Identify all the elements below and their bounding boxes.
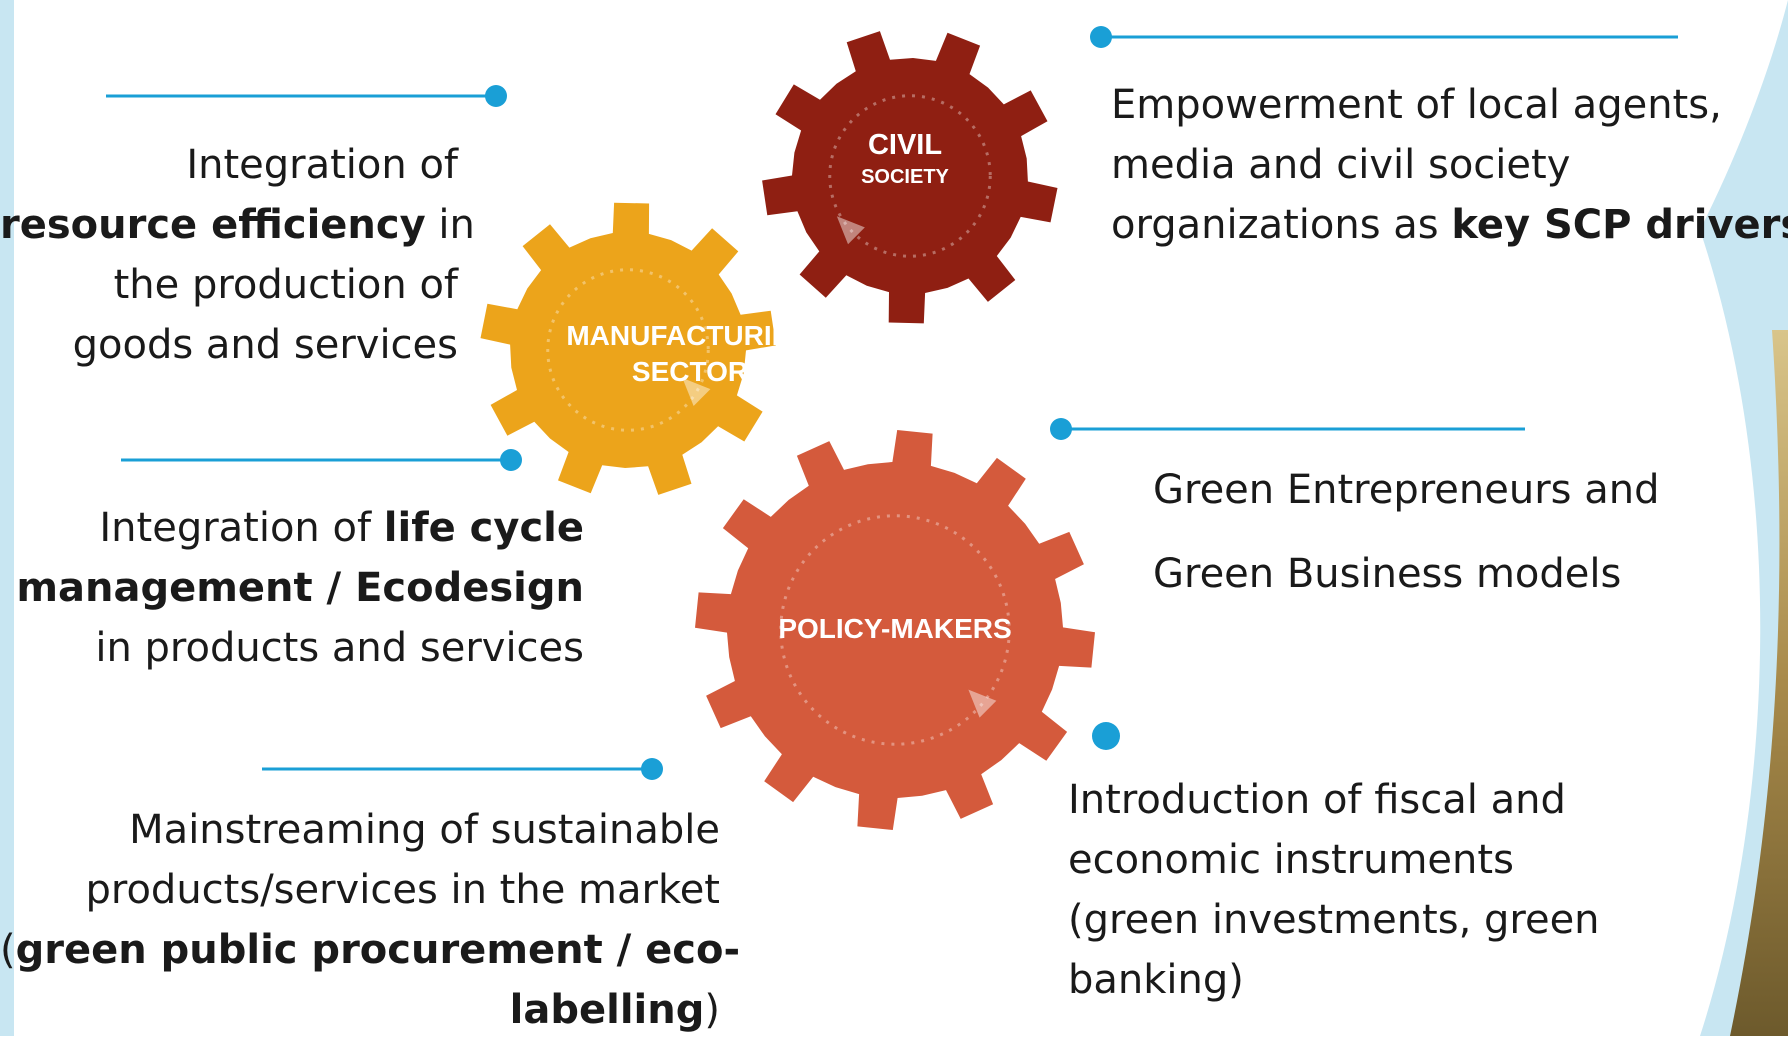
green-business-text: Green Entrepreneurs and Green Business m…	[1153, 448, 1659, 616]
connector-resource	[106, 85, 507, 107]
right-blue-curve	[1700, 0, 1788, 1036]
manufacturing-gear	[480, 202, 776, 495]
civil-label-line1: CIVIL	[867, 129, 943, 161]
connector-lifecycle	[121, 449, 522, 471]
empower-line3: organizations as key SCP drivers	[1111, 195, 1788, 255]
green-line2: Green Business models	[1153, 551, 1622, 597]
civil-society-label: CIVIL SOCIETY	[820, 128, 990, 192]
civil-society-gear	[762, 31, 1058, 324]
resource-line2-rest: in	[425, 202, 475, 248]
empowerment-text: Empowerment of local agents, media and c…	[1111, 75, 1788, 255]
market-text: Mainstreaming of sustainable products/se…	[0, 800, 740, 1040]
manufacturing-sector-label: MANUFACTURING SECTOR	[540, 318, 840, 390]
gearPolicy-inner-ring	[779, 514, 1011, 746]
left-blue-band	[0, 0, 14, 1036]
gearCivil-body	[762, 31, 1058, 324]
resource-bold: resource efficiency	[0, 202, 426, 248]
fiscal-line4: banking)	[1068, 957, 1244, 1003]
manufacturing-label-line1: MANUFACTURING	[566, 320, 814, 351]
resource-efficiency-text: Integration of resource efficiency in th…	[0, 135, 475, 375]
lifecycle-line2: management / Ecodesign	[0, 558, 584, 618]
connector-green	[1050, 418, 1525, 440]
market-close-paren: )	[704, 987, 720, 1033]
market-line3-bold: green public procurement / eco-	[15, 927, 741, 973]
empower-line3-bold: key SCP drivers	[1451, 202, 1788, 248]
market-line1: Mainstreaming of sustainable	[129, 807, 720, 853]
civil-label-line2: SOCIETY	[861, 166, 949, 188]
gearPolicy-body	[695, 430, 1095, 830]
lifecycle-line1-plain: Integration of	[99, 505, 384, 551]
policy-makers-label: POLICY-MAKERS	[778, 613, 1012, 644]
market-line3: (green public procurement / eco-	[0, 920, 740, 980]
connector-market	[262, 758, 663, 780]
fiscal-line2: economic instruments	[1068, 837, 1514, 883]
fiscal-line1: Introduction of fiscal and	[1068, 777, 1566, 823]
gearManufacturing-arrow-icon	[682, 377, 711, 406]
resource-line3: the production of	[113, 262, 458, 308]
green-line1: Green Entrepreneurs and	[1153, 467, 1660, 513]
fiscal-instruments-text: Introduction of fiscal and economic inst…	[1068, 770, 1600, 1010]
lifecycle-text: Integration of life cycle management / E…	[0, 498, 584, 678]
market-line2: products/services in the market	[85, 867, 721, 913]
manufacturing-label-line2: SECTOR	[631, 356, 749, 387]
empower-line2: media and civil society	[1111, 142, 1571, 188]
right-landscape-photo	[1730, 330, 1788, 1036]
fiscal-line3: (green investments, green	[1068, 897, 1600, 943]
resource-line4: goods and services	[72, 322, 458, 368]
gearManufacturing-body	[480, 202, 776, 495]
gearManufacturing-inner-ring	[546, 268, 710, 432]
gearCivil-arrow-icon	[836, 216, 865, 245]
policy-makers-gear	[695, 430, 1095, 830]
lifecycle-line3: in products and services	[95, 625, 584, 671]
gearCivil-inner-ring	[828, 94, 992, 258]
gearPolicy-arrow-icon	[968, 689, 997, 718]
lifecycle-line1: Integration of life cycle	[0, 498, 584, 558]
connector-fiscal	[1092, 722, 1120, 750]
lifecycle-line1-bold: life cycle	[383, 505, 584, 551]
market-open-paren: (	[0, 927, 16, 973]
empower-line1: Empowerment of local agents,	[1111, 82, 1722, 128]
lifecycle-line2-bold: management / Ecodesign	[16, 565, 584, 611]
connector-empower	[1090, 26, 1678, 48]
market-line4: labelling)	[0, 980, 720, 1040]
empower-line3-plain: organizations as	[1111, 202, 1452, 248]
market-line4-bold: labelling	[509, 987, 705, 1033]
resource-line2: resource efficiency in	[0, 195, 475, 255]
resource-line1: Integration of	[186, 142, 458, 188]
